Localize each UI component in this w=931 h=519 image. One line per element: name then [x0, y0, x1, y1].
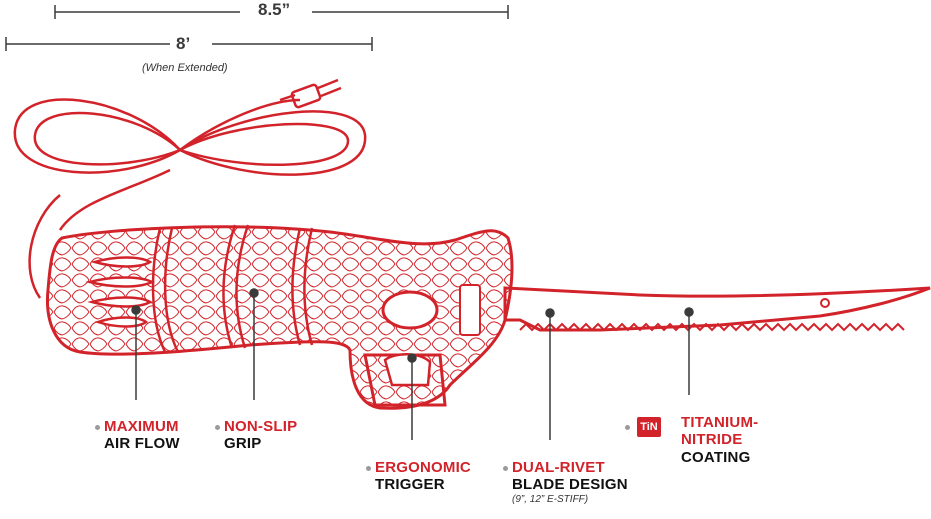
rivet-subtitle: BLADE DESIGN	[512, 476, 628, 494]
rivet-title: DUAL-RIVET	[512, 459, 605, 476]
tin-badge-icon: TiN	[637, 417, 661, 437]
cord-dimension-line	[5, 37, 373, 51]
bullet-air-flow	[95, 425, 100, 430]
coating-title-2: NITRIDE	[681, 431, 743, 449]
coating-title: TITANIUM-	[681, 414, 759, 431]
plug-icon	[279, 78, 342, 109]
bullet-grip	[215, 425, 220, 430]
trigger-subtitle: TRIGGER	[375, 476, 445, 494]
air-flow-title: MAXIMUM	[104, 418, 179, 435]
power-cord	[13, 98, 367, 299]
air-flow-subtitle: AIR FLOW	[104, 435, 180, 453]
bullet-trigger	[366, 466, 371, 471]
coating-subtitle: COATING	[681, 448, 751, 466]
blade-length-label: 8.5”	[258, 0, 291, 19]
blade-serrations	[519, 322, 905, 332]
bullet-rivet	[503, 466, 508, 471]
bullet-coating	[625, 425, 630, 430]
blade-rivet-hole	[820, 298, 830, 308]
callout-rivet: DUAL-RIVET BLADE DESIGN (9”, 12” E-STIFF…	[512, 459, 628, 505]
grip-title: NON-SLIP	[224, 418, 298, 435]
thumb-hole	[381, 290, 439, 330]
blade	[503, 286, 931, 332]
blade-dimension-line	[54, 5, 509, 19]
cord-length-note: (When Extended)	[142, 62, 228, 74]
callout-grip: NON-SLIP GRIP	[224, 418, 297, 453]
air-flow-vents	[85, 256, 155, 328]
trigger-title: ERGONOMIC	[375, 459, 471, 476]
trigger	[383, 353, 432, 387]
grip-bands	[151, 224, 314, 353]
speed-indicator	[459, 284, 481, 336]
callout-coating: TITANIUM- NITRIDE COATING	[681, 414, 758, 466]
callout-air-flow: MAXIMUM AIR FLOW	[104, 418, 180, 453]
callout-trigger: ERGONOMIC TRIGGER	[375, 459, 471, 494]
rivet-note: (9”, 12” E-STIFF)	[512, 493, 589, 505]
callout-leaders	[131, 288, 694, 440]
cord-length-label: 8’	[176, 34, 191, 53]
grip-subtitle: GRIP	[224, 435, 262, 453]
